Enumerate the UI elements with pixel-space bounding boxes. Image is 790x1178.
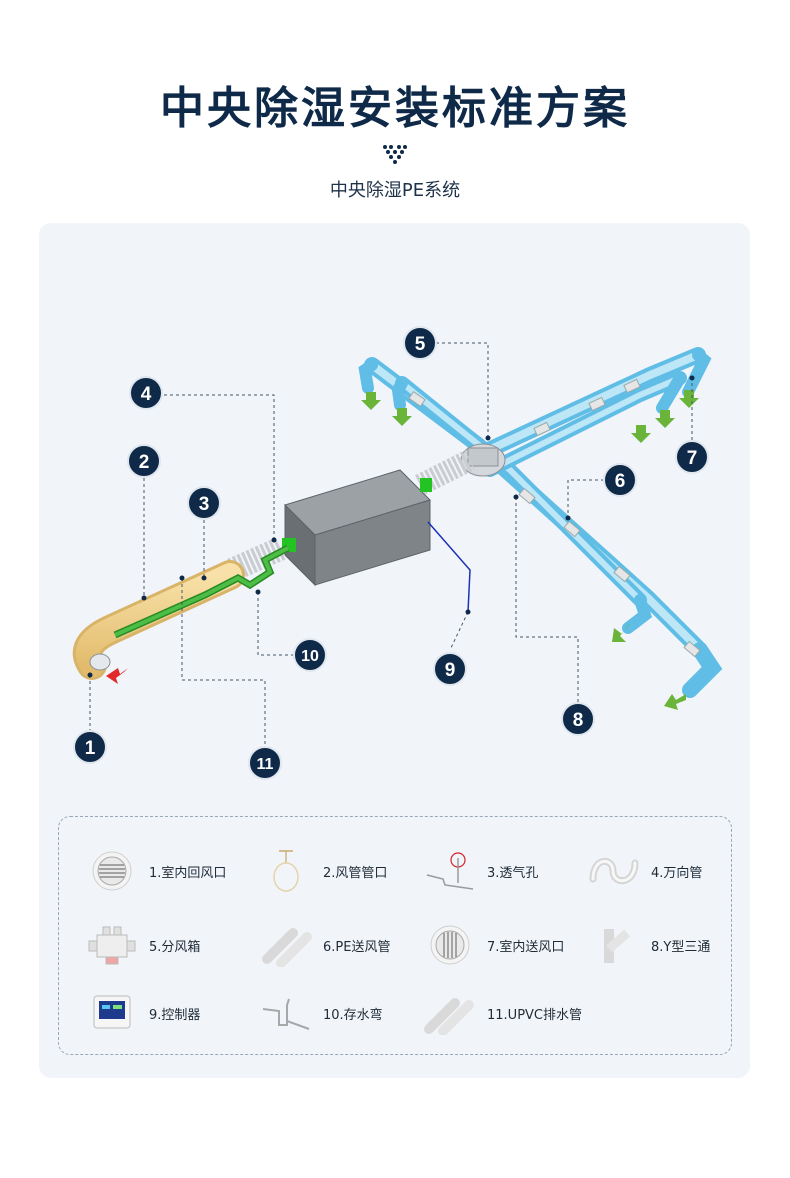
controller-icon	[93, 995, 131, 1029]
svg-text:6: 6	[615, 471, 626, 492]
svg-text:10: 10	[301, 648, 319, 665]
svg-text:1: 1	[85, 738, 96, 759]
duct-hanger-icon	[273, 850, 299, 892]
callout-3: 3	[187, 486, 221, 520]
dehumidifier-unit	[282, 469, 432, 587]
content-panel	[39, 223, 750, 1078]
svg-text:8: 8	[573, 710, 584, 731]
installation-diagram: 1 2 3 4 5 6 7 8 9 10 11	[72, 326, 723, 780]
parts-legend: 1.室内回风口 2.风管管口 3.透气孔 4.万向管	[58, 816, 732, 1055]
svg-text:7: 7	[687, 448, 698, 469]
callout-7: 7	[675, 440, 709, 474]
airflow-arrows	[361, 390, 699, 710]
callout-4: 4	[129, 376, 163, 410]
duct-clamps	[408, 378, 701, 658]
distribution-box	[460, 443, 506, 477]
round-grille-icon	[430, 925, 470, 965]
callout-10: 10	[293, 638, 327, 672]
svg-text:5: 5	[415, 334, 426, 355]
leader-lines	[89, 342, 693, 746]
drain-pipe	[113, 544, 290, 639]
callout-6: 6	[603, 463, 637, 497]
svg-text:3: 3	[199, 494, 210, 515]
pe-pipe-icon	[262, 928, 312, 967]
y-tee-icon	[604, 929, 630, 963]
callout-8: 8	[561, 702, 595, 736]
callout-2: 2	[127, 444, 161, 478]
round-grille-icon	[92, 851, 132, 891]
svg-text:2: 2	[139, 452, 150, 473]
svg-text:9: 9	[445, 660, 456, 681]
callout-9: 9	[433, 652, 467, 686]
page-subtitle: 中央除湿PE系统	[329, 180, 461, 201]
leader-dots	[87, 375, 695, 678]
upvc-pipe-icon	[424, 998, 474, 1035]
flexible-duct-icon	[589, 858, 639, 884]
return-air-arrow	[106, 668, 128, 684]
callout-11: 11	[248, 746, 282, 780]
supply-duct-network	[358, 347, 723, 698]
water-trap-icon	[262, 998, 310, 1030]
return-duct	[72, 560, 245, 680]
page-title: 中央除湿安装标准方案	[160, 83, 630, 134]
callout-1: 1	[73, 730, 107, 764]
brand-logo-icon	[383, 145, 407, 164]
svg-text:11: 11	[257, 756, 274, 773]
vent-hole-icon	[426, 852, 474, 890]
callout-5: 5	[403, 326, 437, 360]
controller-wire	[427, 521, 471, 613]
svg-text:4: 4	[141, 384, 152, 405]
distribution-box-icon	[88, 926, 136, 965]
